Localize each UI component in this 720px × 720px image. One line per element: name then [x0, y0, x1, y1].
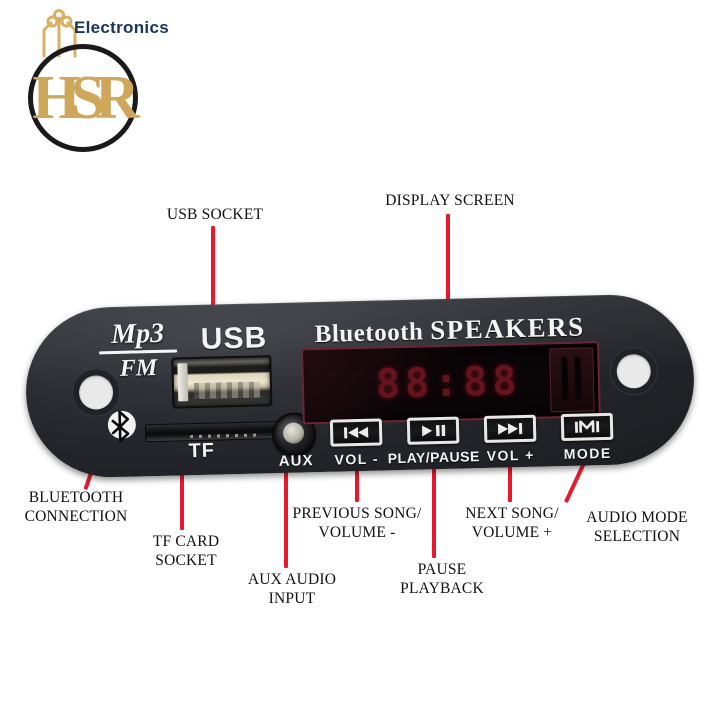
- pointer-next-song: [508, 448, 512, 502]
- led-display-screen: 88:88: [301, 341, 601, 425]
- aux-label: AUX: [278, 452, 314, 471]
- callout-audio-mode-selection: AUDIO MODE SELECTION: [586, 509, 688, 545]
- aux-jack-inner: [282, 422, 305, 444]
- pointer-pause-playback: [432, 450, 436, 558]
- callout-usb-socket: USB SOCKET: [166, 206, 264, 223]
- board-title-bluetooth: Bluetooth: [314, 318, 431, 349]
- callout-previous-song: PREVIOUS SONG/ VOLUME -: [292, 505, 422, 541]
- board-title-speakers: SPEAKERS: [429, 311, 585, 346]
- fm-label: FM: [119, 354, 158, 382]
- callout-display-screen: DISPLAY SCREEN: [385, 192, 515, 209]
- mode-icon: [574, 420, 600, 433]
- mp3-label: Mp3: [110, 317, 165, 351]
- pointer-previous-song: [355, 452, 359, 502]
- brand-logo: HSR Electronics: [8, 2, 183, 152]
- mp3-fm-silkscreen: Mp3 FM: [96, 317, 179, 382]
- mp3-decoder-board: Mp3 FM USB TF AUX Bluetooth S: [24, 292, 696, 480]
- ir-receiver-window: [549, 347, 595, 413]
- microsd-contacts: [190, 433, 257, 439]
- pointer-aux-audio-input: [284, 448, 288, 568]
- usb-port-tab: [177, 363, 189, 402]
- button-play-pause[interactable]: [406, 416, 460, 445]
- ir-bar-left: [561, 356, 569, 400]
- microsd-card-slot[interactable]: [144, 420, 286, 443]
- display-digits: 88:88: [375, 358, 522, 408]
- skip-next-icon: [497, 423, 523, 435]
- usb-label: USB: [200, 321, 268, 356]
- button-caption-next: VOL +: [486, 446, 535, 464]
- logo-ring: [28, 44, 138, 152]
- mp3-fm-divider: [99, 349, 178, 355]
- skip-previous-icon: [344, 426, 369, 439]
- callout-tf-card-socket: TF CARD SOCKET: [152, 533, 220, 569]
- callout-aux-audio-input: AUX AUDIO INPUT: [247, 571, 337, 607]
- bluetooth-icon: [104, 401, 139, 448]
- button-previous-volume-down[interactable]: [329, 418, 383, 447]
- logo-monogram: HSR: [32, 64, 139, 132]
- button-mode[interactable]: [560, 412, 614, 442]
- button-caption-mode: MODE: [563, 444, 612, 463]
- pointer-display-screen: [446, 214, 450, 320]
- pointer-tf-card-socket: [180, 444, 184, 530]
- callout-pause-playback: PAUSE PLAYBACK: [400, 561, 484, 597]
- play-pause-icon: [421, 424, 446, 437]
- callout-bluetooth-connection: BLUETOOTH CONNECTION: [24, 489, 128, 525]
- usb-port-pins: [193, 381, 261, 400]
- callout-next-song: NEXT SONG/ VOLUME +: [465, 505, 559, 541]
- ir-bar-right: [574, 356, 582, 399]
- logo-brand-text: Electronics: [74, 18, 169, 37]
- pointer-usb-socket: [211, 226, 215, 310]
- usb-a-port[interactable]: [171, 355, 273, 409]
- tf-label: TF: [188, 439, 216, 463]
- button-next-volume-up[interactable]: [483, 414, 537, 443]
